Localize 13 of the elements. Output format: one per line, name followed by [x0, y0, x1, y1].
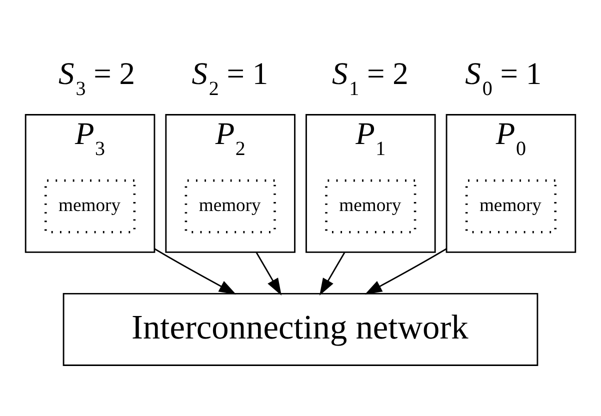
node-box: memory — [184, 178, 276, 233]
node-label: S$_{3}$ = 2 — [58, 56, 135, 100]
arrow — [154, 248, 236, 294]
node-label: S$_{2}$ = 1 — [192, 56, 268, 100]
node-box: memory — [44, 178, 136, 233]
node-label: S$_{1}$ = 2 — [332, 56, 408, 100]
node-box: memory — [465, 178, 556, 233]
arrow — [256, 251, 282, 295]
node-box: memory — [325, 178, 416, 233]
node-label: S$_{0}$ = 1 — [465, 56, 542, 100]
arrow — [320, 251, 346, 295]
arrow — [364, 248, 447, 294]
node-box: Interconnecting network — [62, 292, 538, 366]
